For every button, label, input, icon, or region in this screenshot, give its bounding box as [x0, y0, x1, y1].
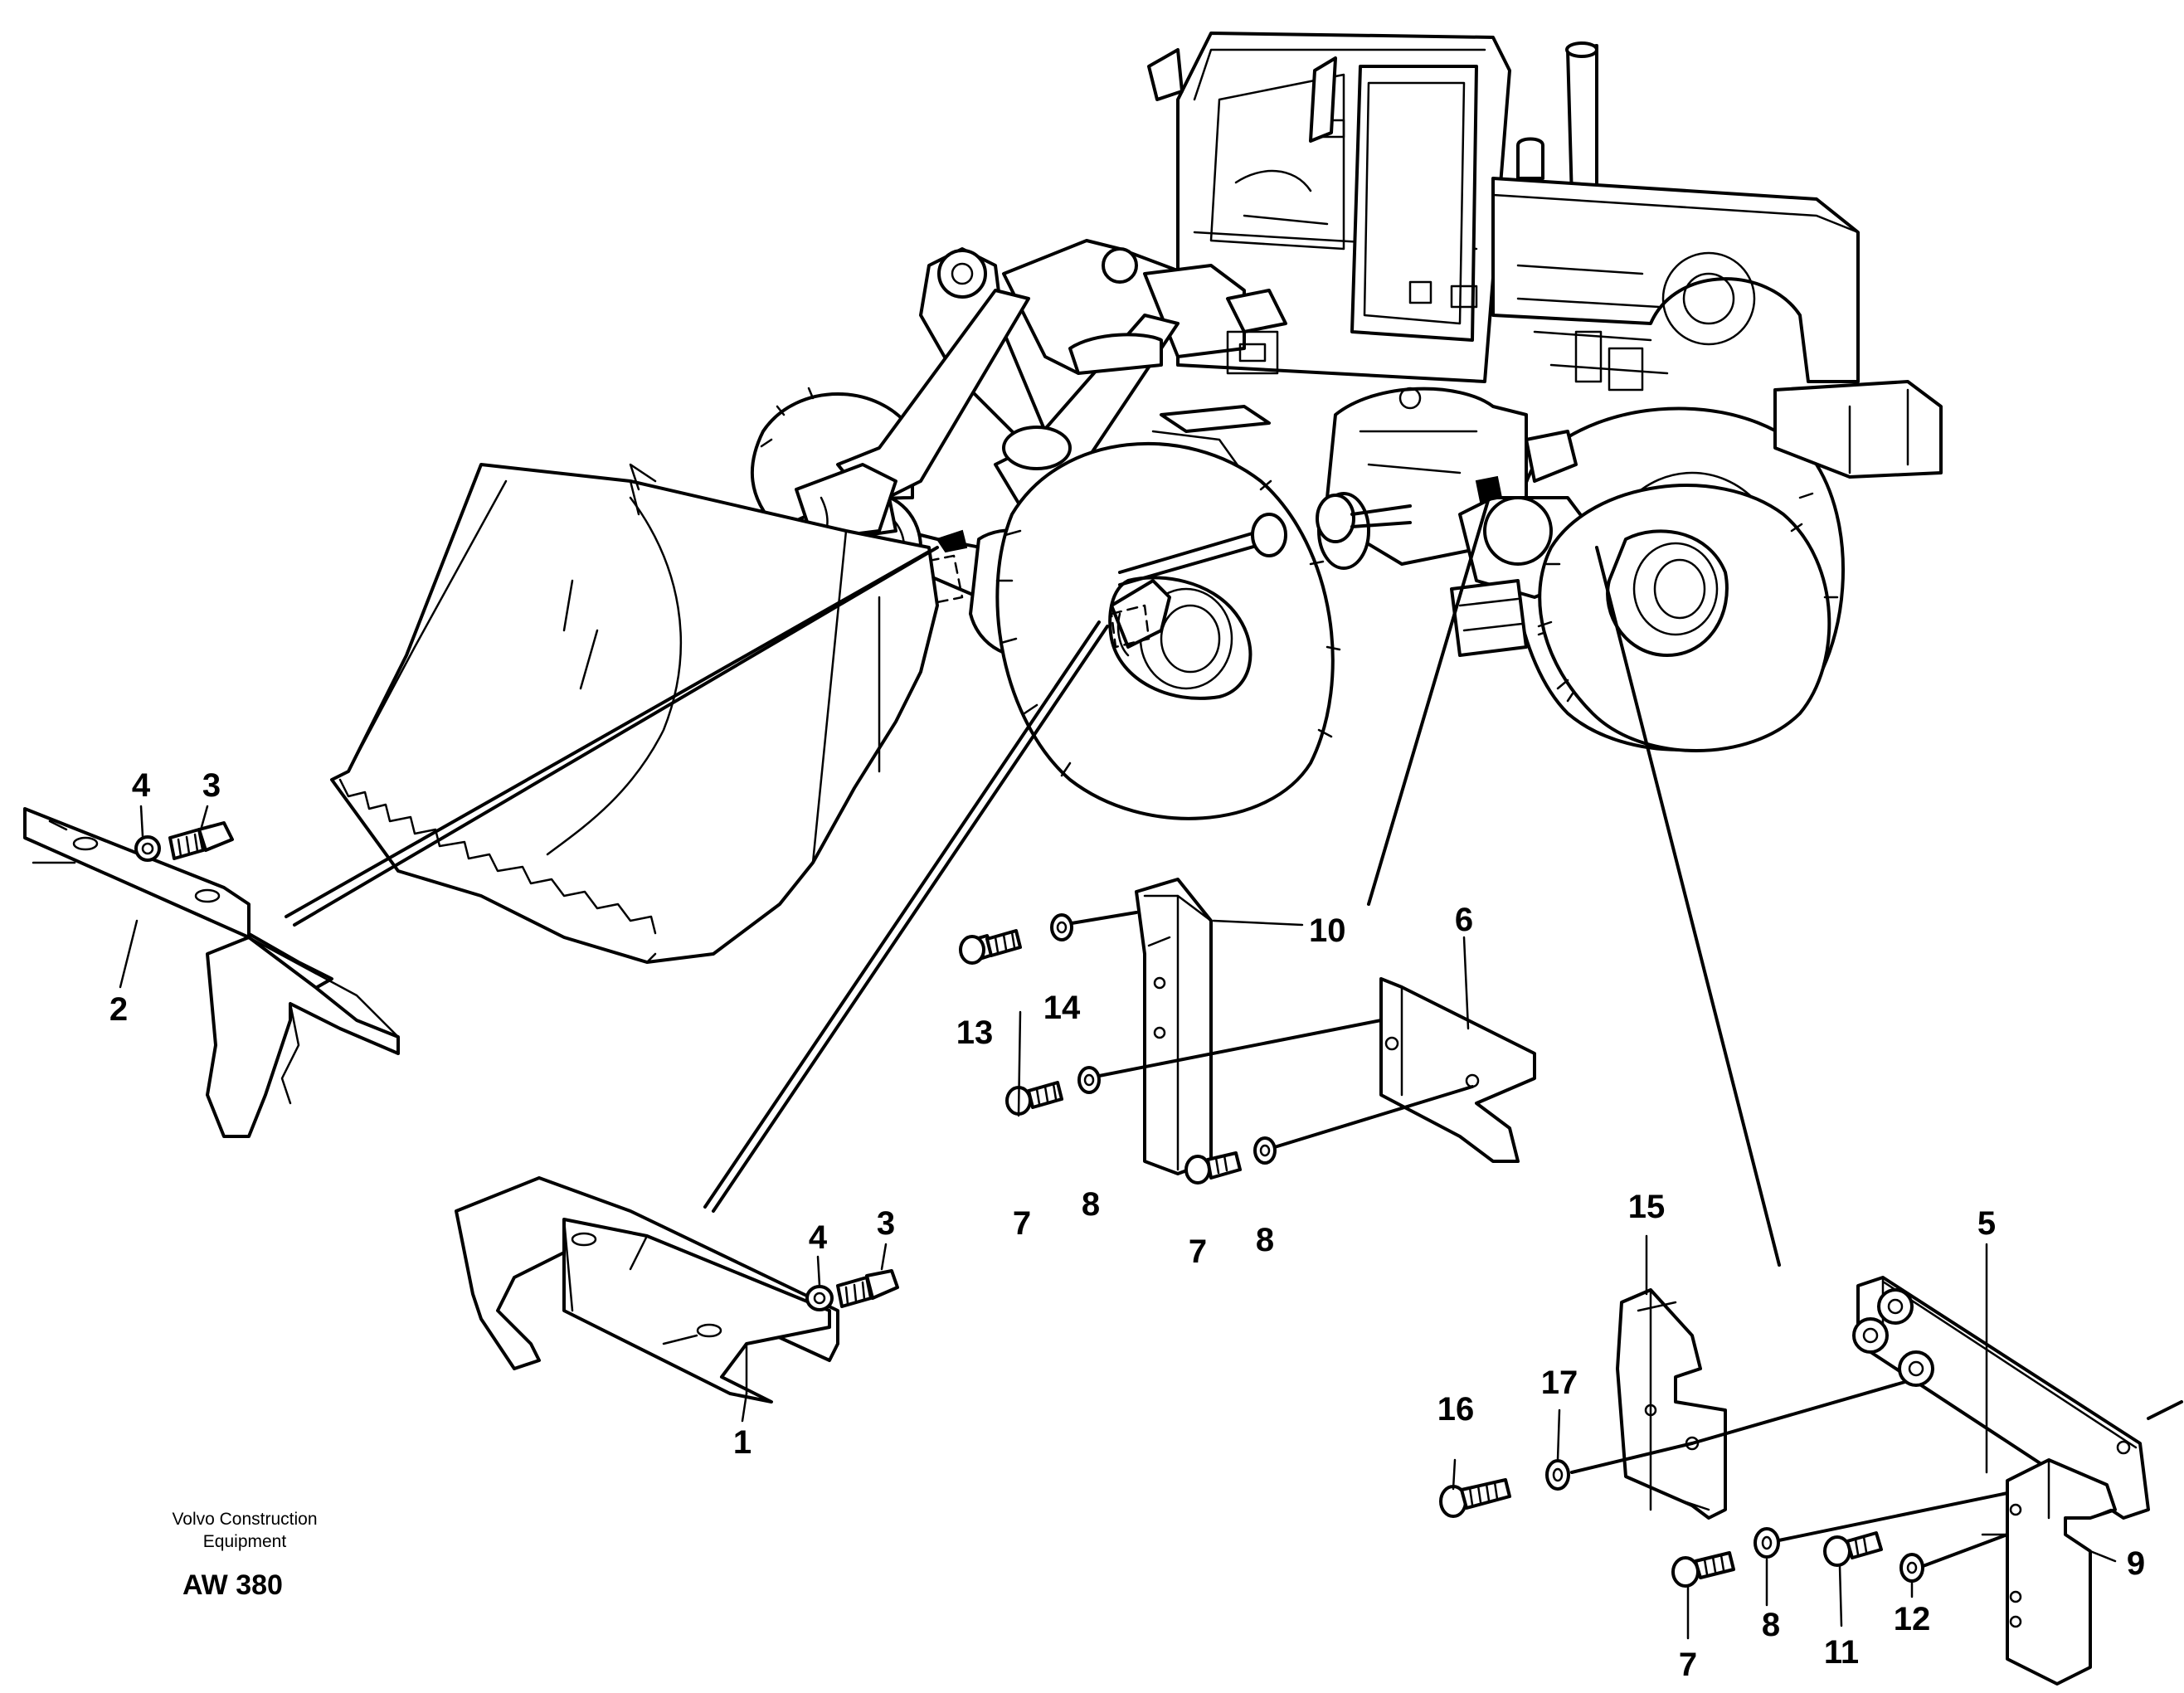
wheel-loader-illustration: [330, 32, 1943, 964]
callout-12: 12: [1894, 1601, 1931, 1637]
company-name-line1: Volvo Construction: [172, 1510, 317, 1529]
callout-17: 17: [1541, 1365, 1578, 1401]
part-10-bracket: [1060, 878, 1213, 1175]
callout-7: 7: [1013, 1205, 1031, 1242]
drive-shaft: [1118, 494, 1412, 586]
callout-9: 9: [2127, 1545, 2145, 1582]
screw-7-mid: [1184, 1151, 1242, 1185]
callout-5: 5: [1977, 1205, 1996, 1242]
callout-4: 4: [132, 767, 151, 804]
rear-right-wheel: [1537, 484, 1839, 752]
callout-10: 10: [1309, 912, 1346, 949]
callout-15: 15: [1628, 1189, 1666, 1225]
callout-3: 3: [202, 767, 221, 804]
part-9-bracket: [1765, 1458, 2117, 1686]
callout-8: 8: [1082, 1186, 1100, 1223]
callout-leaders: [119, 805, 2117, 1640]
washer-8-mid: [1253, 1136, 1277, 1165]
part-5-plate: [1852, 1276, 2183, 1520]
callout-3: 3: [877, 1205, 895, 1242]
company-name-line2: Equipment: [203, 1532, 287, 1551]
callout-16: 16: [1437, 1391, 1475, 1428]
callout-2: 2: [109, 991, 128, 1028]
callout-8: 8: [1762, 1607, 1780, 1643]
part-6-plate: [1085, 977, 1536, 1163]
screw-7-left: [1005, 1081, 1063, 1116]
screw-11: [1823, 1531, 1883, 1567]
screw-13: [959, 929, 1022, 965]
engine-hood: [1408, 177, 1943, 479]
washer-8-right: [1754, 1527, 1780, 1559]
lift-arms: [836, 239, 1287, 516]
part-2-cover: [23, 807, 400, 1138]
callout-7: 7: [1189, 1233, 1207, 1270]
exhaust-stack: [1516, 41, 1598, 201]
screw-16: [1439, 1478, 1511, 1518]
washer-17: [1545, 1459, 1570, 1491]
bucket: [330, 463, 939, 964]
washer-14: [1050, 913, 1073, 941]
callout-1: 1: [733, 1424, 752, 1461]
caption: Volvo Construction Equipment AW 380: [172, 1510, 317, 1601]
front-right-wheel: [995, 442, 1341, 820]
screw-7-right: [1671, 1551, 1735, 1588]
leader-lines: [285, 496, 1781, 1267]
callout-11: 11: [1824, 1634, 1859, 1671]
callout-numbers: 4 3 2 4 3 1 10 13 14 6 7 8 7 8 15 5 16 1…: [109, 767, 2145, 1683]
washer-12: [1899, 1553, 1924, 1583]
callout-7: 7: [1679, 1647, 1697, 1683]
part-15-bracket: [1570, 1288, 1909, 1520]
callout-8: 8: [1256, 1222, 1274, 1258]
callout-14: 14: [1043, 990, 1081, 1026]
callout-6: 6: [1455, 902, 1473, 938]
drawing-code: AW 380: [182, 1569, 283, 1601]
part-1-cover: [455, 1176, 899, 1404]
callout-13: 13: [956, 1014, 994, 1051]
washer-8-left: [1077, 1066, 1101, 1094]
callout-4: 4: [809, 1219, 828, 1256]
